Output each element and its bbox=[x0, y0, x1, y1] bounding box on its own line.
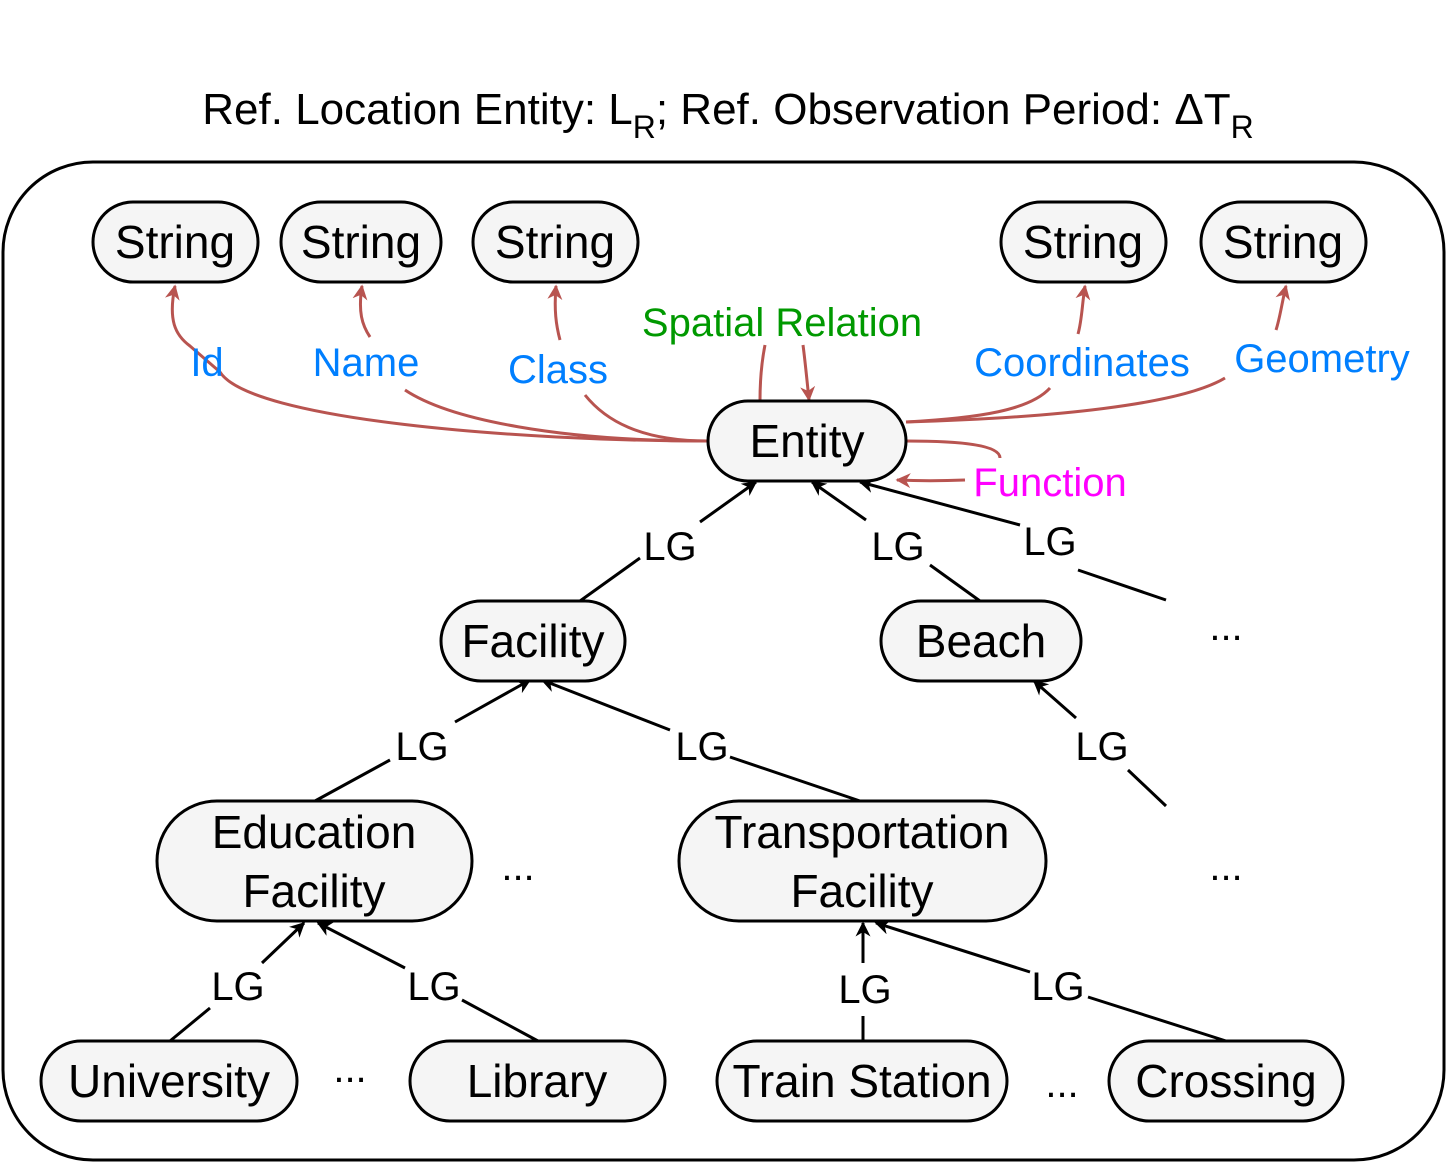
entity-node: Entity bbox=[706, 399, 908, 483]
train-station-node: Train Station bbox=[715, 1039, 1009, 1123]
lg-label: LG bbox=[675, 725, 728, 769]
svg-text:Library: Library bbox=[467, 1055, 608, 1107]
crossing-node: Crossing bbox=[1107, 1039, 1345, 1123]
string-node: String bbox=[279, 200, 443, 284]
edge-spatial-relation bbox=[758, 344, 767, 402]
svg-text:Facility: Facility bbox=[461, 615, 604, 667]
attr-function-label: Function bbox=[973, 461, 1126, 505]
edge-spatial-relation-in bbox=[800, 344, 816, 402]
svg-text:Education: Education bbox=[212, 806, 417, 858]
attr-coordinates-label: Coordinates bbox=[974, 341, 1190, 385]
svg-text:Train Station: Train Station bbox=[732, 1055, 991, 1107]
ellipsis: ... bbox=[501, 845, 534, 889]
attribute-edges bbox=[164, 284, 1286, 481]
edge-transport-facility bbox=[542, 680, 861, 803]
edge-geometry bbox=[905, 286, 1286, 424]
svg-text:Facility: Facility bbox=[242, 865, 385, 917]
string-node: String bbox=[999, 200, 1168, 284]
svg-text:Crossing: Crossing bbox=[1135, 1055, 1317, 1107]
beach-node: Beach bbox=[879, 599, 1083, 683]
education-facility-node: Education Facility bbox=[155, 799, 474, 923]
ellipsis-markers: ... ... ... ... ... bbox=[333, 605, 1242, 1106]
edge-id bbox=[164, 284, 709, 443]
edge-library-education bbox=[318, 923, 539, 1043]
lg-label: LG bbox=[1023, 520, 1076, 564]
attr-name-label: Name bbox=[313, 341, 420, 385]
lg-label: LG bbox=[1031, 965, 1084, 1009]
facility-node: Facility bbox=[439, 599, 627, 683]
edge-more-beach bbox=[1034, 681, 1168, 808]
svg-text:String: String bbox=[495, 216, 615, 268]
transportation-facility-node: Transportation Facility bbox=[677, 799, 1048, 923]
svg-text:Transportation: Transportation bbox=[715, 806, 1010, 858]
edge-name bbox=[360, 286, 709, 443]
string-node: String bbox=[471, 200, 640, 284]
university-node: University bbox=[39, 1039, 299, 1123]
attr-class-label: Class bbox=[508, 348, 608, 392]
lg-labels: LG LG LG LG LG LG LG LG LG LG bbox=[211, 520, 1128, 1012]
edge-university-education bbox=[169, 923, 304, 1043]
svg-text:Entity: Entity bbox=[749, 415, 864, 467]
lg-label: LG bbox=[395, 725, 448, 769]
container-frame bbox=[1, 160, 1446, 1162]
lg-edges bbox=[169, 482, 1227, 1043]
lg-label: LG bbox=[211, 965, 264, 1009]
edge-function bbox=[897, 439, 1002, 481]
edge-class bbox=[555, 286, 709, 443]
lg-label: LG bbox=[643, 525, 696, 569]
edge-facility-entity bbox=[579, 482, 756, 603]
lg-label: LG bbox=[407, 965, 460, 1009]
svg-text:Facility: Facility bbox=[790, 865, 933, 917]
svg-text:University: University bbox=[68, 1055, 270, 1107]
attr-id-label: Id bbox=[190, 341, 223, 385]
svg-text:String: String bbox=[1023, 216, 1143, 268]
lg-label: LG bbox=[838, 968, 891, 1012]
svg-text:String: String bbox=[1223, 216, 1343, 268]
lg-label: LG bbox=[1075, 725, 1128, 769]
lg-label: LG bbox=[871, 525, 924, 569]
attr-geometry-label: Geometry bbox=[1234, 337, 1410, 381]
edge-crossing-transport bbox=[876, 923, 1227, 1043]
svg-text:String: String bbox=[115, 216, 235, 268]
ellipsis: ... bbox=[1209, 845, 1242, 889]
ellipsis: ... bbox=[1045, 1062, 1078, 1106]
library-node: Library bbox=[408, 1039, 667, 1123]
string-node: String bbox=[91, 200, 260, 284]
string-node: String bbox=[1199, 200, 1368, 284]
ellipsis: ... bbox=[1209, 605, 1242, 649]
edge-more-entity bbox=[860, 482, 1167, 602]
diagram-title: Ref. Location Entity: LR; Ref. Observati… bbox=[202, 85, 1253, 145]
edge-education-facility bbox=[314, 680, 530, 803]
attribute-labels: Id Name Class Spatial Relation Coordinat… bbox=[190, 301, 1409, 505]
svg-text:Beach: Beach bbox=[916, 615, 1046, 667]
ellipsis: ... bbox=[333, 1047, 366, 1091]
edge-beach-entity bbox=[812, 482, 981, 603]
attr-spatial-relation-label: Spatial Relation bbox=[642, 301, 922, 345]
svg-text:String: String bbox=[301, 216, 421, 268]
